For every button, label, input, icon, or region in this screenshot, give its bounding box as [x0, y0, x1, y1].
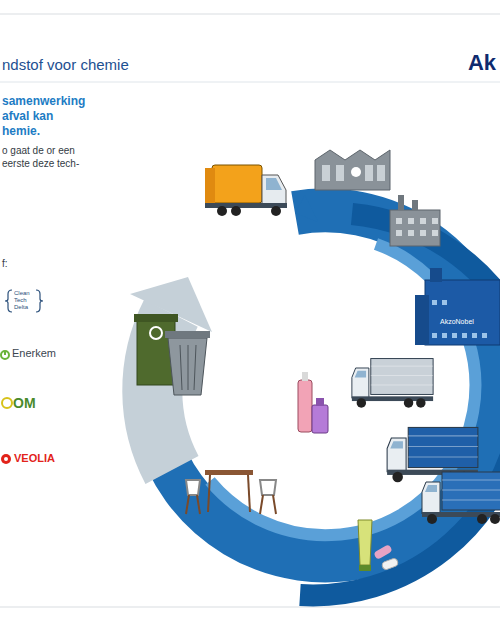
partner-name: VEOLIA	[14, 452, 55, 465]
logo-marks	[1, 290, 43, 464]
partner-name: Enerkem	[12, 347, 56, 360]
intro-heading: samenwerking afval kan hemie.	[2, 94, 90, 139]
furniture	[186, 470, 276, 514]
intro-body: o gaat de or een eerste deze tech-	[2, 144, 82, 170]
waste-bins	[134, 314, 210, 395]
rule	[0, 607, 500, 608]
list-label: f:	[2, 258, 8, 270]
truck	[422, 472, 500, 524]
rule	[0, 14, 500, 15]
gasification-plant	[390, 195, 440, 246]
rule	[0, 82, 500, 83]
sorting-plant	[315, 150, 390, 190]
building-sign: AkzoNobel	[440, 318, 474, 326]
spray-products	[298, 372, 328, 433]
truck	[352, 359, 433, 408]
partner-name: OM	[13, 395, 36, 412]
cosmetics	[358, 520, 399, 571]
partner-name: Clean Tech Delta	[14, 290, 36, 311]
logo-text: Ak	[468, 50, 496, 76]
garbage-truck	[205, 165, 287, 216]
cycle-arrow-outer	[300, 420, 500, 595]
page-title: ndstof voor chemie	[2, 56, 129, 74]
akzonobel-building	[415, 268, 500, 345]
arrow-head	[295, 195, 318, 222]
